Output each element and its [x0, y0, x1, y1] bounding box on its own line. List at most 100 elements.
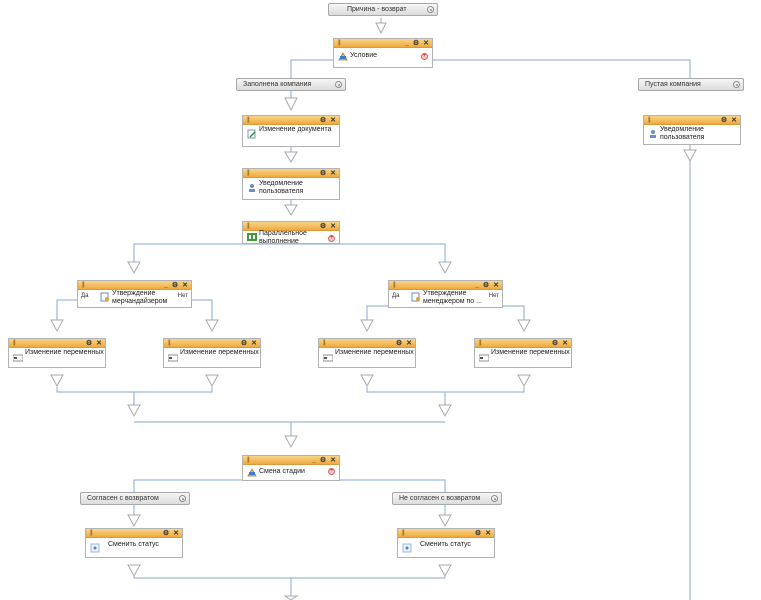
drag-handle-icon[interactable]: ||| — [247, 223, 250, 229]
parallel-execution-node[interactable]: ||| ⚙✕ Параллельное выполнение + — [242, 221, 340, 245]
branch-label: Не согласен с возвратом — [399, 495, 481, 502]
status-icon — [402, 543, 412, 553]
node-title: Уведомление пользователя — [259, 180, 304, 195]
drag-handle-icon[interactable]: ||| — [338, 40, 341, 46]
drag-handle-icon[interactable]: ||| — [648, 117, 651, 123]
gear-icon[interactable]: ⚙ — [482, 281, 490, 289]
minimize-icon[interactable]: _ — [311, 456, 316, 464]
gear-icon[interactable]: ⚙ — [85, 339, 93, 347]
variables-icon — [479, 354, 489, 362]
add-branch-icon[interactable]: + — [328, 468, 335, 475]
close-icon[interactable]: ✕ — [96, 339, 102, 347]
close-icon[interactable]: ✕ — [330, 222, 336, 230]
drag-handle-icon[interactable]: ||| — [90, 530, 93, 536]
minimize-icon[interactable]: _ — [474, 281, 479, 289]
notify-user-node[interactable]: ||| ⚙✕ Уведомление пользователя — [643, 115, 741, 145]
node-title: Смена стадии — [259, 468, 305, 475]
gear-icon[interactable]: ⚙ — [171, 281, 179, 289]
gear-icon[interactable]: ⚙ — [240, 339, 248, 347]
node-title: Изменение переменных — [180, 349, 259, 356]
node-title: Сменить статус — [108, 541, 159, 548]
close-icon[interactable]: ✕ — [182, 281, 188, 289]
notify-user-icon — [249, 184, 255, 192]
branch-disagree-return[interactable]: Не согласен с возвратом — [392, 492, 502, 505]
drag-handle-icon[interactable]: ||| — [393, 282, 396, 288]
node-title: Изменение переменных — [335, 349, 414, 356]
minimize-icon[interactable]: _ — [404, 39, 409, 47]
branch-label: Пустая компания — [645, 81, 701, 88]
variables-icon — [13, 354, 23, 362]
gear-icon[interactable]: ⚙ — [319, 456, 327, 464]
drag-handle-icon[interactable]: ||| — [168, 340, 171, 346]
yes-outcome[interactable]: Да — [81, 293, 89, 299]
drag-handle-icon[interactable]: ||| — [247, 457, 250, 463]
change-variables-node[interactable]: ||| ⚙✕ Изменение переменных — [474, 338, 572, 368]
node-title: Изменение переменных — [25, 349, 104, 356]
variables-icon — [323, 354, 333, 362]
node-title: Уведомление пользователя — [660, 126, 705, 141]
close-icon[interactable]: ✕ — [485, 529, 491, 537]
change-variables-node[interactable]: ||| ⚙✕ Изменение переменных — [318, 338, 416, 368]
minimize-icon[interactable]: _ — [163, 281, 168, 289]
no-outcome[interactable]: Нет — [488, 293, 499, 299]
node-title: Утверждение менеджером по ... — [423, 290, 482, 305]
add-branch-icon[interactable]: + — [328, 235, 335, 242]
gear-icon[interactable]: ⚙ — [551, 339, 559, 347]
yes-outcome[interactable]: Да — [392, 293, 400, 299]
close-icon[interactable]: ✕ — [330, 169, 336, 177]
drag-handle-icon[interactable]: ||| — [479, 340, 482, 346]
drag-handle-icon[interactable]: ||| — [82, 282, 85, 288]
pin-icon[interactable] — [427, 6, 434, 13]
gear-icon[interactable]: ⚙ — [412, 39, 420, 47]
branch-empty-company[interactable]: Пустая компания — [638, 78, 744, 91]
drag-handle-icon[interactable]: ||| — [402, 530, 405, 536]
drag-handle-icon[interactable]: ||| — [247, 117, 250, 123]
change-status-node[interactable]: ||| ⚙✕ Сменить статус — [397, 528, 495, 558]
gear-icon[interactable]: ⚙ — [162, 529, 170, 537]
gear-icon[interactable]: ⚙ — [474, 529, 482, 537]
close-icon[interactable]: ✕ — [330, 116, 336, 124]
gear-icon[interactable]: ⚙ — [395, 339, 403, 347]
node-header[interactable]: ||| _ ⚙ ✕ — [334, 39, 432, 48]
change-variables-node[interactable]: ||| ⚙✕ Изменение переменных — [163, 338, 261, 368]
gear-icon[interactable]: ⚙ — [319, 169, 327, 177]
stage-change-node[interactable]: ||| _⚙✕ Смена стадии + — [242, 455, 340, 481]
close-icon[interactable]: ✕ — [251, 339, 257, 347]
approval-manager-node[interactable]: ||| _⚙✕ Да Утверждение менеджером по ...… — [388, 280, 503, 308]
node-title: Условие — [350, 52, 378, 59]
status-icon — [90, 543, 100, 553]
start-point[interactable]: Причина - возврат — [328, 3, 438, 16]
gear-icon[interactable]: ⚙ — [720, 116, 728, 124]
change-variables-node[interactable]: ||| ⚙✕ Изменение переменных — [8, 338, 106, 368]
condition-node[interactable]: ||| _ ⚙ ✕ Условие + — [333, 38, 433, 68]
close-icon[interactable]: ✕ — [330, 456, 336, 464]
approval-merchandiser-node[interactable]: ||| _⚙✕ Да Утверждение мерчандайзером Не… — [77, 280, 192, 308]
change-document-node[interactable]: ||| ⚙✕ Изменение документа — [242, 115, 340, 147]
close-icon[interactable]: ✕ — [731, 116, 737, 124]
drag-handle-icon[interactable]: ||| — [13, 340, 16, 346]
close-icon[interactable]: ✕ — [423, 39, 429, 47]
no-outcome[interactable]: Нет — [177, 293, 188, 299]
pin-icon[interactable] — [179, 495, 186, 502]
branch-agree-return[interactable]: Согласен с возвратом — [80, 492, 190, 505]
pin-icon[interactable] — [491, 495, 498, 502]
node-title: Утверждение мерчандайзером — [112, 290, 168, 305]
add-branch-icon[interactable]: + — [421, 53, 428, 60]
node-title: Сменить статус — [420, 541, 471, 548]
change-status-node[interactable]: ||| ⚙✕ Сменить статус — [85, 528, 183, 558]
close-icon[interactable]: ✕ — [493, 281, 499, 289]
close-icon[interactable]: ✕ — [406, 339, 412, 347]
pin-icon[interactable] — [733, 81, 740, 88]
node-title: Изменение переменных — [491, 349, 570, 356]
drag-handle-icon[interactable]: ||| — [247, 170, 250, 176]
gear-icon[interactable]: ⚙ — [319, 222, 327, 230]
drag-handle-icon[interactable]: ||| — [323, 340, 326, 346]
close-icon[interactable]: ✕ — [562, 339, 568, 347]
close-icon[interactable]: ✕ — [173, 529, 179, 537]
approval-task-icon — [100, 292, 109, 302]
notify-user-node[interactable]: ||| ⚙✕ Уведомление пользователя — [242, 168, 340, 200]
branch-filled-company[interactable]: Заполнена компания — [236, 78, 346, 91]
node-title: Изменение документа — [259, 126, 332, 133]
gear-icon[interactable]: ⚙ — [319, 116, 327, 124]
pin-icon[interactable] — [335, 81, 342, 88]
